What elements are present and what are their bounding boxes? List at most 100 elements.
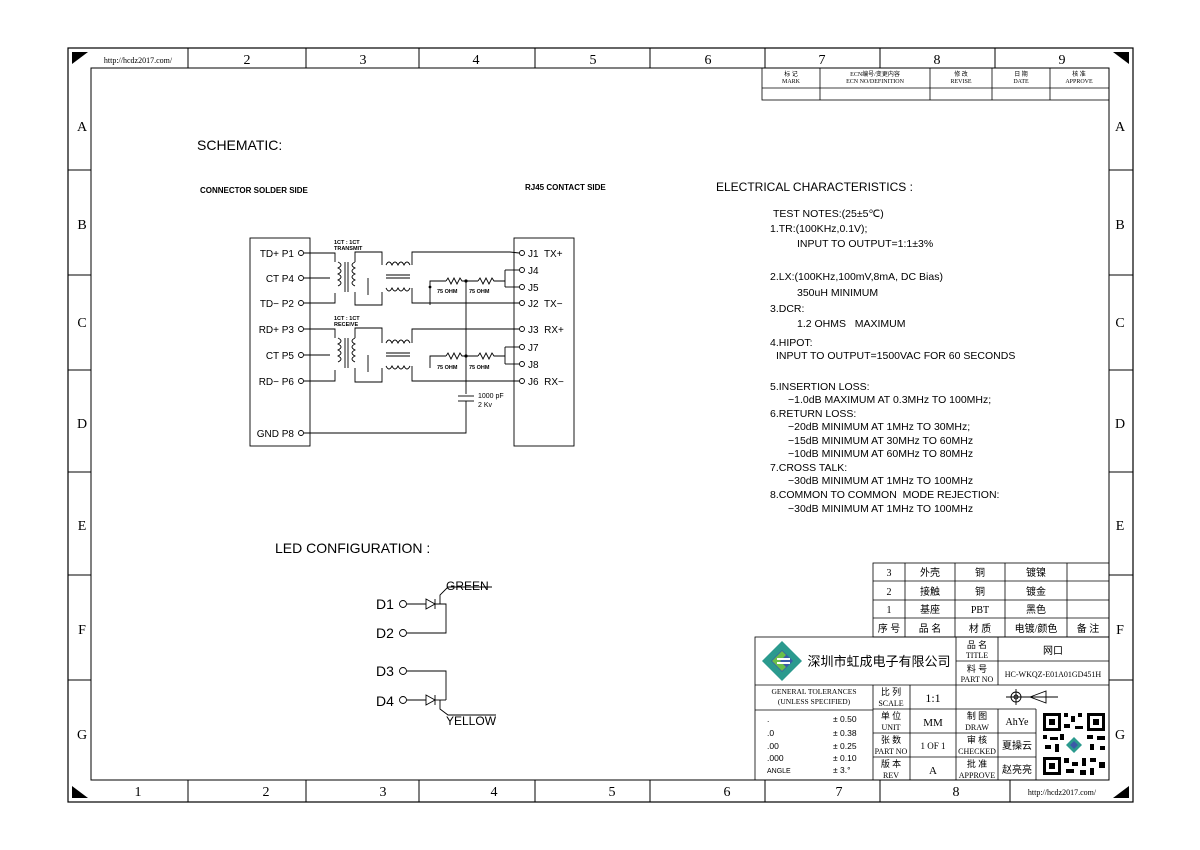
- unit-label-cn: 单 位: [881, 710, 901, 721]
- spec-line: 6.RETURN LOSS:: [770, 408, 856, 420]
- row-label: B: [77, 218, 86, 233]
- led-yellow-label: YELLOW: [446, 714, 497, 728]
- spec-line: −1.0dB MAXIMUM AT 0.3MHz TO 100MHz;: [788, 394, 991, 406]
- url-bottom: http://hcdz2017.com/: [1028, 788, 1097, 797]
- spec-line: −10dB MINIMUM AT 60MHz TO 80MHz: [788, 448, 973, 460]
- col-label: 7: [836, 785, 843, 800]
- tolerance-key: ANGLE: [767, 768, 791, 775]
- unit-label-en: UNIT: [881, 723, 900, 732]
- bom-header-note: 备 注: [1077, 622, 1100, 635]
- col-label: 2: [263, 785, 270, 800]
- rev-header-date-en: DATE: [1013, 79, 1029, 85]
- connector-solder-side-label: CONNECTOR SOLDER SIDE: [200, 186, 309, 195]
- part-number-value: HC-WKQZ-E01A01GD451H: [1005, 670, 1102, 679]
- rev-value: A: [929, 765, 937, 777]
- col-label: 9: [1059, 53, 1066, 68]
- pin-label-ct-p4: CT P4: [266, 274, 295, 285]
- tolerance-subtitle: (UNLESS SPECIFIED): [778, 697, 851, 706]
- led-config-title: LED CONFIGURATION :: [275, 540, 430, 556]
- sheet-label-en: PART NO: [875, 747, 908, 756]
- rev-header-date-cn: 日 期: [1014, 70, 1028, 78]
- col-label: 1: [135, 785, 142, 800]
- rj45-contact-side-label: RJ45 CONTACT SIDE: [525, 183, 606, 192]
- row-label: B: [1115, 218, 1124, 233]
- electrical-title: ELECTRICAL CHARACTERISTICS :: [716, 180, 913, 194]
- approve-label-en: APPROVE: [959, 771, 996, 780]
- bom-header-material: 材 质: [969, 622, 992, 635]
- title-block: [754, 636, 1110, 781]
- resistor-label: 75 OHM: [437, 365, 458, 371]
- bom-row-no: 1: [887, 605, 892, 616]
- pin-label-j4: J4: [528, 266, 539, 277]
- led-diagram: [399, 586, 496, 716]
- rev-header-mark-cn: 标 记: [784, 70, 798, 78]
- sheet-label-cn: 张 数: [881, 734, 901, 745]
- spec-line: 4.HIPOT:: [770, 337, 813, 349]
- receive-ratio-label: 1CT : 1CT: [334, 316, 360, 322]
- scale-label-cn: 比 列: [881, 686, 901, 697]
- checked-label-cn: 审 核: [967, 734, 987, 745]
- revision-block: [761, 67, 1110, 101]
- row-label: D: [77, 417, 87, 432]
- spec-line: 1.2 OHMS MAXIMUM: [797, 318, 906, 330]
- spec-line: 5.INSERTION LOSS:: [770, 381, 870, 393]
- transmit-label: TRANSMIT: [334, 246, 363, 252]
- pin-label-j5: J5: [528, 283, 539, 294]
- col-label: 5: [609, 785, 616, 800]
- col-label: 8: [953, 785, 960, 800]
- bom-row-material: 铜: [975, 567, 985, 579]
- spec-line: 3.DCR:: [770, 303, 804, 315]
- pin-label-gnd: GND P8: [257, 429, 295, 440]
- rev-label-cn: 版 本: [881, 758, 901, 769]
- unit-value: MM: [923, 717, 943, 729]
- col-label: 3: [380, 785, 387, 800]
- draw-label-en: DRAW: [965, 723, 989, 732]
- col-label: 7: [819, 53, 826, 68]
- corner-marks: [72, 52, 1129, 798]
- row-label: E: [1116, 519, 1125, 534]
- tolerance-key: .000: [767, 753, 784, 763]
- tolerance-value: ± 0.38: [833, 728, 857, 738]
- pin-label-td-minus: TD− P2: [260, 299, 295, 310]
- rev-label-en: REV: [883, 771, 899, 780]
- bom-header-finish: 电镀/颜色: [1015, 622, 1058, 635]
- pin-label-j6: J6 RX−: [528, 377, 564, 388]
- part-no-label-cn: 料 号: [967, 663, 987, 674]
- part-no-label-en: PART NO: [961, 675, 994, 684]
- bom-row-name: 外壳: [920, 566, 940, 579]
- node-dots: [428, 279, 468, 358]
- rev-header-revise-en: REVISE: [951, 79, 972, 85]
- transmit-ratio-label: 1CT : 1CT: [334, 240, 360, 246]
- capacitor-voltage-label: 2 Kv: [478, 402, 493, 409]
- resistor-label: 75 OHM: [437, 289, 458, 295]
- led-pin-d1: D1: [376, 596, 394, 612]
- bom-row-no: 3: [887, 568, 892, 579]
- title-label-cn: 品 名: [967, 639, 987, 650]
- company-logo: [762, 641, 802, 681]
- bom-row-material: PBT: [971, 605, 989, 616]
- row-label: F: [78, 623, 86, 638]
- rev-header-mark-en: MARK: [782, 79, 801, 85]
- draw-label-cn: 制 图: [967, 710, 987, 721]
- row-label: G: [77, 728, 87, 743]
- bom-row-no: 2: [887, 587, 892, 598]
- col-label: 4: [473, 53, 480, 68]
- col-label: 6: [724, 785, 731, 800]
- col-label: 8: [934, 53, 941, 68]
- pin-label-td-plus: TD+ P1: [260, 249, 295, 260]
- row-label: G: [1115, 728, 1125, 743]
- row-label: D: [1115, 417, 1125, 432]
- scale-label-en: SCALE: [878, 699, 903, 708]
- pin-label-j2: J2 TX−: [528, 299, 563, 310]
- bom-row-name: 接触: [920, 585, 940, 598]
- rev-header-approve-en: APPROVE: [1065, 79, 1093, 85]
- col-label: 4: [491, 785, 498, 800]
- rev-header-revise-cn: 修 改: [954, 70, 968, 78]
- bom-row-finish: 镀镍: [1026, 566, 1046, 579]
- rev-header-ecn-en: ECN NO/DEFINITION: [846, 79, 904, 85]
- spec-line: INPUT TO OUTPUT=1:1±3%: [797, 238, 933, 250]
- spec-line: 350uH MINIMUM: [797, 287, 878, 299]
- col-label: 5: [590, 53, 597, 68]
- resistor-label: 75 OHM: [469, 365, 490, 371]
- title-label-en: TITLE: [966, 651, 988, 660]
